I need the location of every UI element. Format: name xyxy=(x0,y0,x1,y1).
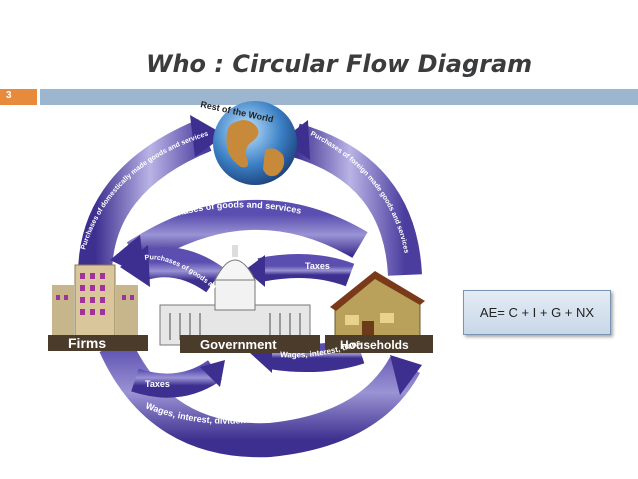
firms-building-icon xyxy=(48,264,148,351)
households-house-icon xyxy=(325,271,433,353)
slide-title: Who : Circular Flow Diagram xyxy=(146,50,533,78)
taxes-firms-flow-label: Taxes xyxy=(145,379,170,389)
taxes-firms-arrow xyxy=(131,359,225,398)
title-bar xyxy=(40,89,638,105)
slide-number: 3 xyxy=(6,90,12,101)
aggregate-expenditure-formula: AE= C + I + G + NX xyxy=(479,305,595,320)
purchases-gov-arrow xyxy=(120,245,224,293)
taxes-households-arrow xyxy=(245,254,355,287)
households-label: Households xyxy=(340,338,409,352)
government-building-icon xyxy=(159,245,320,353)
circular-flow-diagram: Firms Government Households Rest of the … xyxy=(40,95,433,458)
slide-number-box: 3 xyxy=(0,89,37,105)
firms-label: Firms xyxy=(68,335,106,351)
formula-box: AE= C + I + G + NX xyxy=(463,290,611,335)
globe-icon xyxy=(213,101,297,185)
exports-arrow xyxy=(78,115,225,276)
government-label: Government xyxy=(200,337,277,352)
taxes-households-flow-label: Taxes xyxy=(305,261,330,271)
